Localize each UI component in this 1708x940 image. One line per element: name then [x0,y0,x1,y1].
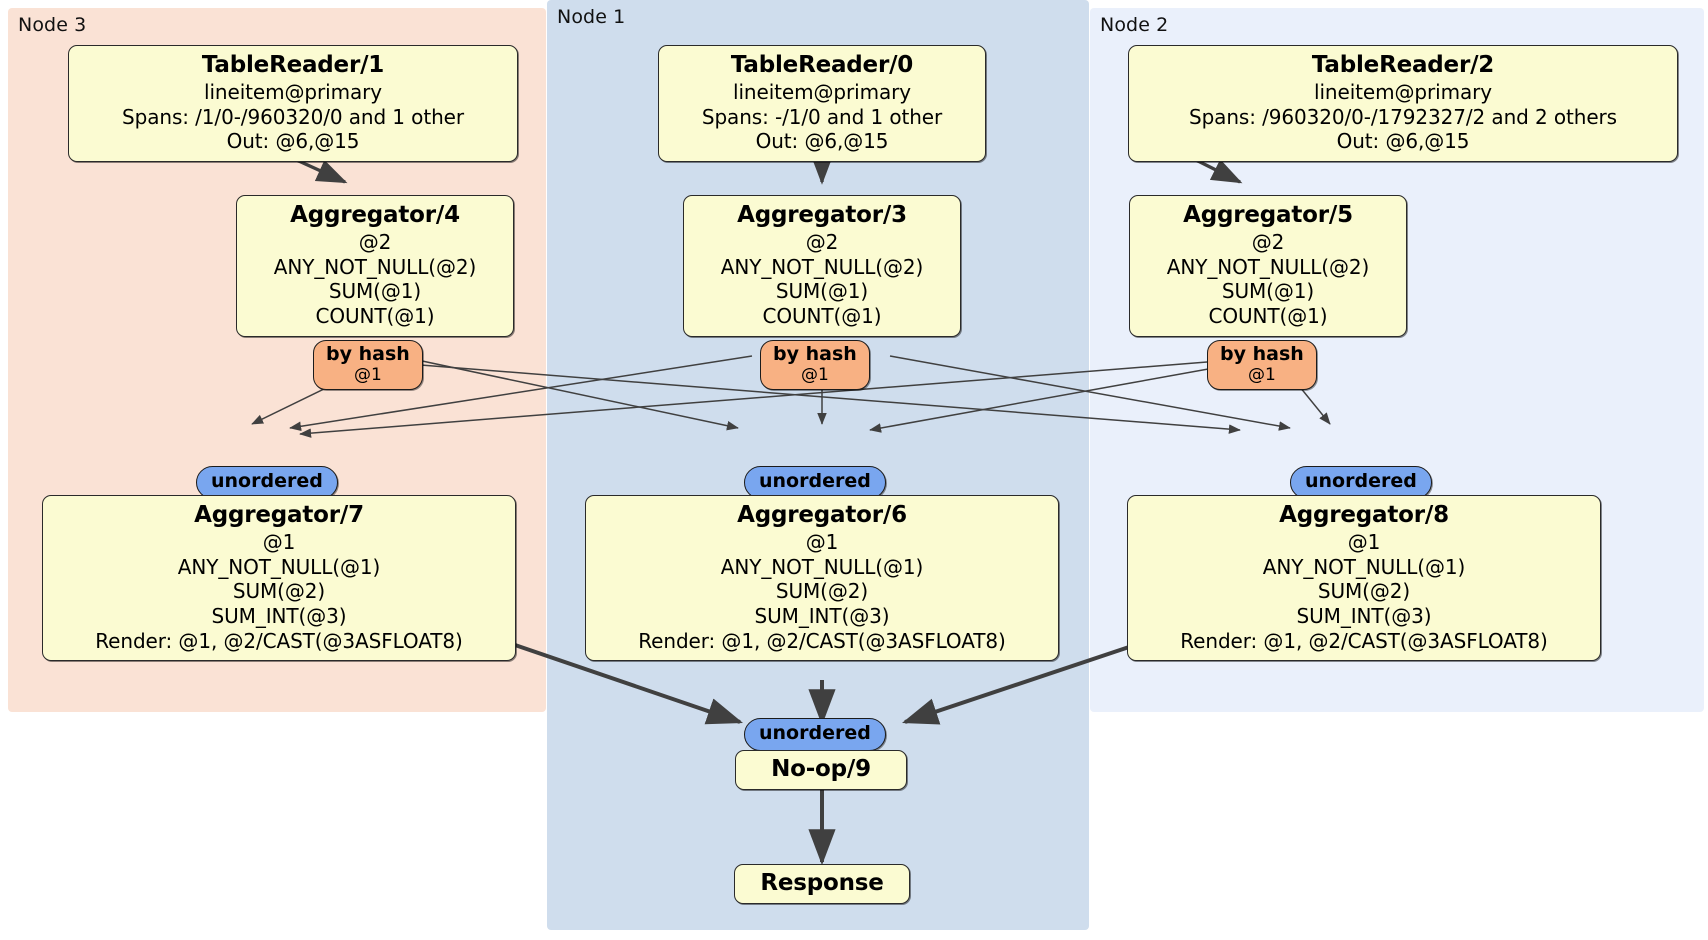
processor-line: ANY_NOT_NULL(@1) [177,554,381,579]
processor-line: @2 [1251,230,1285,255]
processor-line: Spans: -/1/0 and 1 other [701,104,943,129]
router-by-hash-aggregator-4[interactable]: by hash @1 [313,340,423,391]
processor-title: Aggregator/5 [1183,202,1353,228]
processor-line: ANY_NOT_NULL(@1) [1262,554,1466,579]
processor-line: Render: @1, @2/CAST(@3ASFLOAT8) [95,628,463,653]
processor-title: Aggregator/7 [194,502,364,528]
processor-line: @2 [805,230,839,255]
processor-line: @1 [262,530,296,555]
processor-aggregator-4[interactable]: Aggregator/4 @2 ANY_NOT_NULL(@2) SUM(@1)… [236,195,514,337]
processor-title: Aggregator/8 [1279,502,1449,528]
processor-line: SUM(@1) [775,279,869,304]
processor-title: Response [760,870,884,896]
router-label: by hash [326,343,410,365]
processor-line: lineitem@primary [733,80,911,105]
sync-unordered-final[interactable]: unordered [744,718,886,751]
processor-line: Out: @6,@15 [1336,129,1470,154]
router-by-hash-aggregator-5[interactable]: by hash @1 [1207,340,1317,391]
node-label-node3: Node 3 [18,14,87,36]
processor-line: Render: @1, @2/CAST(@3ASFLOAT8) [638,628,1006,653]
processor-noop-9[interactable]: No-op/9 [735,750,907,791]
sync-unordered-aggregator-8[interactable]: unordered [1290,466,1432,499]
processor-title: Aggregator/6 [737,502,907,528]
node-label-node1: Node 1 [557,6,626,28]
processor-title: Aggregator/4 [290,202,460,228]
processor-aggregator-3[interactable]: Aggregator/3 @2 ANY_NOT_NULL(@2) SUM(@1)… [683,195,961,337]
processor-line: COUNT(@1) [762,304,882,329]
processor-table-reader-1[interactable]: TableReader/1 lineitem@primary Spans: /1… [68,45,518,163]
processor-title: Aggregator/3 [737,202,907,228]
processor-line: COUNT(@1) [1208,304,1328,329]
processor-line: ANY_NOT_NULL(@2) [720,254,924,279]
processor-line: @1 [805,530,839,555]
processor-title: TableReader/0 [730,52,914,78]
processor-line: SUM_INT(@3) [211,604,347,629]
processor-line: SUM_INT(@3) [1296,604,1432,629]
processor-line: SUM_INT(@3) [754,604,890,629]
processor-aggregator-6[interactable]: Aggregator/6 @1 ANY_NOT_NULL(@1) SUM(@2)… [585,495,1059,662]
processor-line: lineitem@primary [1314,80,1492,105]
node-label-node2: Node 2 [1100,14,1169,36]
sync-label: unordered [1305,470,1417,492]
processor-line: ANY_NOT_NULL(@2) [1166,254,1370,279]
sync-label: unordered [211,470,323,492]
processor-line: Out: @6,@15 [226,129,360,154]
sync-label: unordered [759,470,871,492]
processor-title: No-op/9 [771,756,871,782]
router-label: by hash [1220,343,1304,365]
router-sublabel: @1 [800,364,829,385]
sync-unordered-aggregator-7[interactable]: unordered [196,466,338,499]
processor-line: Spans: /960320/0-/1792327/2 and 2 others [1188,104,1617,129]
processor-response[interactable]: Response [734,864,910,905]
processor-title: TableReader/2 [1311,52,1495,78]
processor-line: SUM(@2) [232,579,326,604]
processor-line: COUNT(@1) [315,304,435,329]
router-sublabel: @1 [1247,364,1276,385]
sync-label: unordered [759,722,871,744]
processor-line: Render: @1, @2/CAST(@3ASFLOAT8) [1180,628,1548,653]
processor-line: SUM(@2) [1317,579,1411,604]
processor-aggregator-5[interactable]: Aggregator/5 @2 ANY_NOT_NULL(@2) SUM(@1)… [1129,195,1407,337]
processor-title: TableReader/1 [201,52,385,78]
router-by-hash-aggregator-3[interactable]: by hash @1 [760,340,870,391]
sync-unordered-aggregator-6[interactable]: unordered [744,466,886,499]
processor-line: @2 [358,230,392,255]
processor-aggregator-7[interactable]: Aggregator/7 @1 ANY_NOT_NULL(@1) SUM(@2)… [42,495,516,662]
processor-line: SUM(@1) [1221,279,1315,304]
processor-line: SUM(@1) [328,279,422,304]
processor-line: ANY_NOT_NULL(@2) [273,254,477,279]
router-sublabel: @1 [353,364,382,385]
processor-aggregator-8[interactable]: Aggregator/8 @1 ANY_NOT_NULL(@1) SUM(@2)… [1127,495,1601,662]
processor-line: ANY_NOT_NULL(@1) [720,554,924,579]
router-label: by hash [773,343,857,365]
processor-table-reader-2[interactable]: TableReader/2 lineitem@primary Spans: /9… [1128,45,1678,163]
processor-line: @1 [1347,530,1381,555]
processor-line: lineitem@primary [204,80,382,105]
processor-line: Out: @6,@15 [755,129,889,154]
processor-line: Spans: /1/0-/960320/0 and 1 other [122,104,464,129]
processor-table-reader-0[interactable]: TableReader/0 lineitem@primary Spans: -/… [658,45,986,163]
processor-line: SUM(@2) [775,579,869,604]
